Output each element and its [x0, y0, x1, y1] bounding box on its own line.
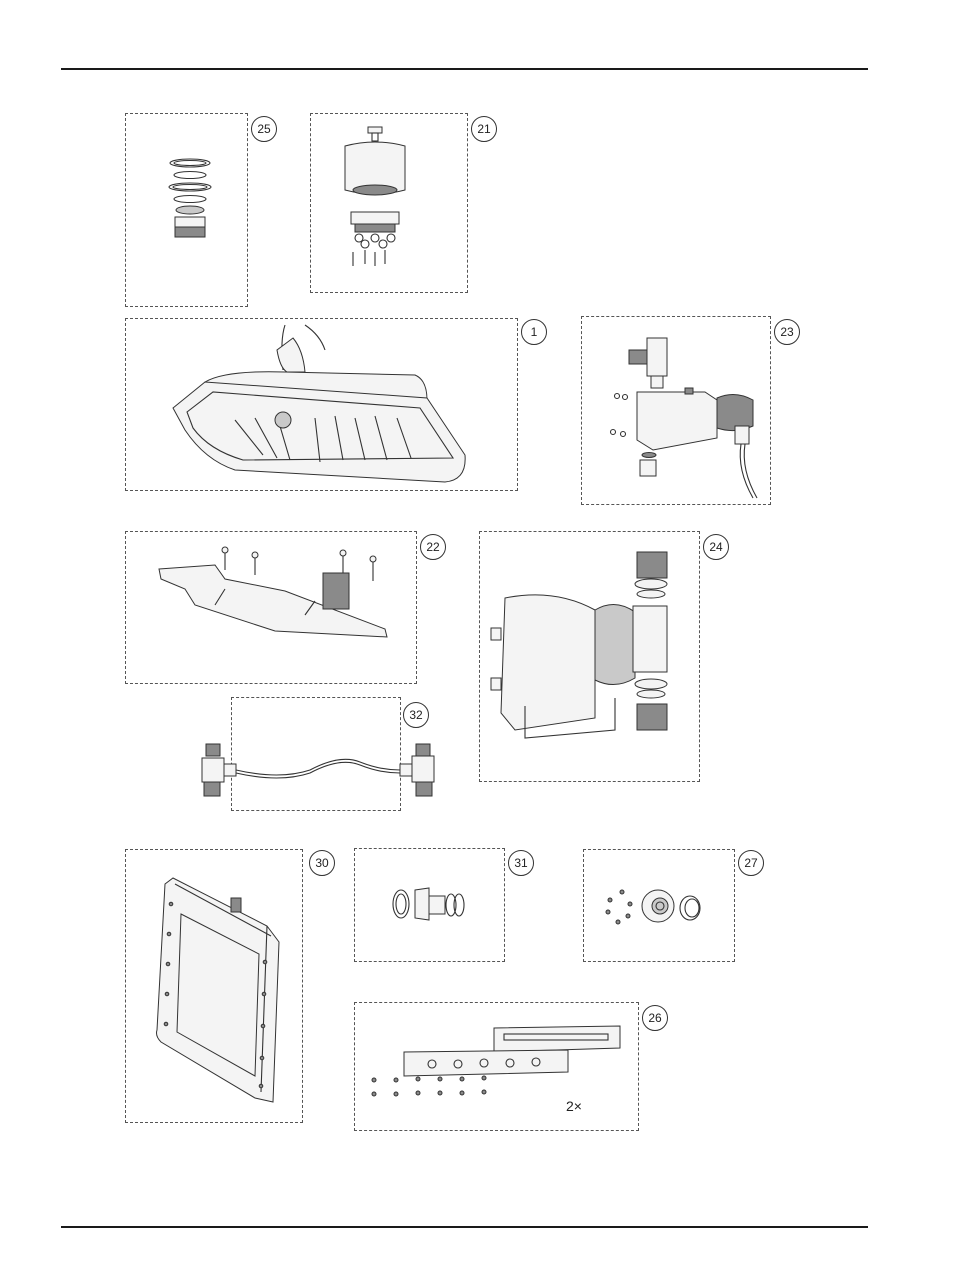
- callout-22: 22: [420, 534, 446, 560]
- callout-26: 26: [642, 1005, 668, 1031]
- part-23-solenoid-valve-illustration: [605, 330, 775, 505]
- part-21-valve-assembly-illustration: [335, 124, 415, 274]
- callout-30: 30: [309, 850, 335, 876]
- callout-31: 31: [508, 850, 534, 876]
- callout-25: 25: [251, 116, 277, 142]
- footer-rule: [61, 1226, 868, 1228]
- part-24-pump-head-illustration: [485, 548, 685, 748]
- callout-32: 32: [403, 702, 429, 728]
- part-25-seal-kit-illustration: [160, 155, 220, 245]
- part-1-housing-illustration: [165, 320, 470, 485]
- part-27-flange-kit-illustration: [600, 880, 715, 930]
- callout-23: 23: [774, 319, 800, 345]
- callout-21: 21: [471, 116, 497, 142]
- part-32-tubing-assembly-illustration: [190, 740, 445, 800]
- callout-27: 27: [738, 850, 764, 876]
- callout-1: 1: [521, 319, 547, 345]
- part-30-frame-gasket-illustration: [155, 870, 285, 1105]
- header-rule: [61, 68, 868, 70]
- quantity-label-26: 2×: [566, 1098, 582, 1114]
- part-22-mounting-bracket-illustration: [155, 545, 395, 645]
- part-31-fitting-kit-illustration: [385, 880, 475, 930]
- callout-24: 24: [703, 534, 729, 560]
- part-26-manifold-plates-illustration: [364, 1020, 624, 1105]
